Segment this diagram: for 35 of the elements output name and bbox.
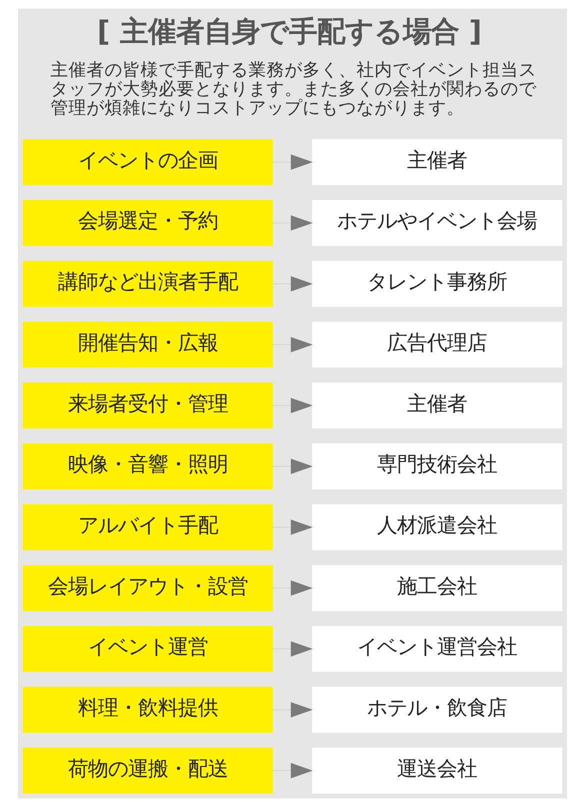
node-box: ホテル・飲食店 xyxy=(312,686,562,733)
node-box: 会場レイアウト・設営 xyxy=(22,565,272,612)
node-box: イベント運営 xyxy=(22,626,272,672)
node-box: ホテルやイベント会場 xyxy=(312,200,562,246)
arrow xyxy=(272,398,312,414)
node-box: タレント事務所 xyxy=(312,260,562,307)
arrow xyxy=(272,337,312,352)
arrow xyxy=(272,702,312,718)
node-box: 人材派遣会社 xyxy=(312,504,562,550)
node-box: 施工会社 xyxy=(312,565,562,612)
node-box: 映像・音響・照明 xyxy=(22,443,272,490)
node-box: 講師など出演者手配 xyxy=(22,260,272,307)
arrow xyxy=(272,154,312,170)
node-box: イベントの企画 xyxy=(22,139,272,186)
arrow xyxy=(272,580,312,596)
node-box: 荷物の運搬・配送 xyxy=(22,748,272,794)
label: 主催者の皆様で手配する業務が多く、社内でイベント担当スタッフが大勢必要となります。また多くの会社が関わるので管理が煩雑になりコストアップにもつながります。 xyxy=(50,60,536,118)
arrow xyxy=(272,520,312,535)
arrow xyxy=(272,276,312,292)
node-box: 会場選定・予約 xyxy=(22,200,272,246)
node-box: 主催者 xyxy=(312,382,562,429)
arrow xyxy=(272,762,312,778)
node-box: 広告代理店 xyxy=(312,322,562,368)
node-box: 開催告知・広報 xyxy=(22,322,272,368)
diagram-title: [ 主催者自身で手配する場合 ] xyxy=(96,14,482,48)
node-box: 専門技術会社 xyxy=(312,443,562,490)
node-box: イベント運営会社 xyxy=(312,626,562,672)
arrow xyxy=(272,215,312,231)
arrow xyxy=(272,641,312,657)
node-box: 料理・飲料提供 xyxy=(22,686,272,733)
arrow xyxy=(272,458,312,474)
node-box: アルバイト手配 xyxy=(22,504,272,550)
node-box: 主催者 xyxy=(312,139,562,186)
node-box: 運送会社 xyxy=(312,748,562,794)
node-box: 来場者受付・管理 xyxy=(22,382,272,429)
